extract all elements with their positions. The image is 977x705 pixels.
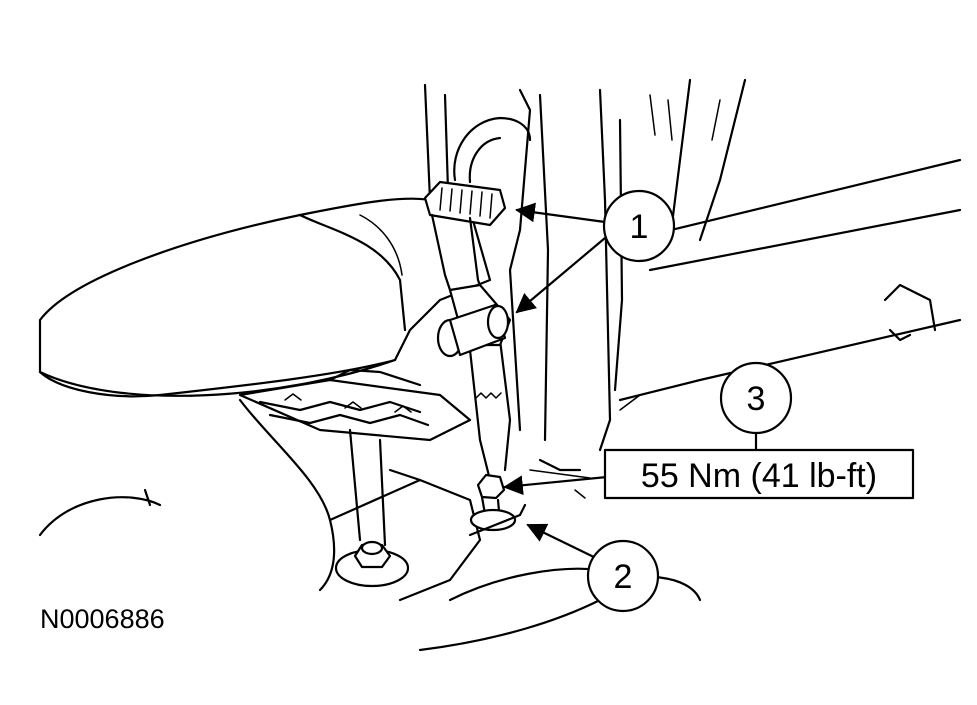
callout-2: 2 xyxy=(586,539,660,613)
callout-3-label: 3 xyxy=(747,380,766,418)
seat-cushion xyxy=(38,197,492,398)
seat-track xyxy=(238,368,472,442)
b-pillar-trim xyxy=(423,78,747,452)
callout-1: 1 xyxy=(602,189,676,263)
seat-belt-buckle-assembly xyxy=(423,116,532,482)
rocker-panel xyxy=(618,158,962,411)
callout-3: 3 xyxy=(719,361,793,435)
torque-spec-text: 55 Nm (41 lb-ft) xyxy=(641,457,877,495)
callout-2-label: 2 xyxy=(614,558,633,596)
leader-lines xyxy=(503,202,758,562)
anchor-bolt xyxy=(468,458,591,537)
torque-spec-box: 55 Nm (41 lb-ft) xyxy=(603,448,915,500)
figure-id: N0006886 xyxy=(40,604,165,634)
callout-1-label: 1 xyxy=(630,208,649,246)
seat-riser xyxy=(238,398,482,602)
